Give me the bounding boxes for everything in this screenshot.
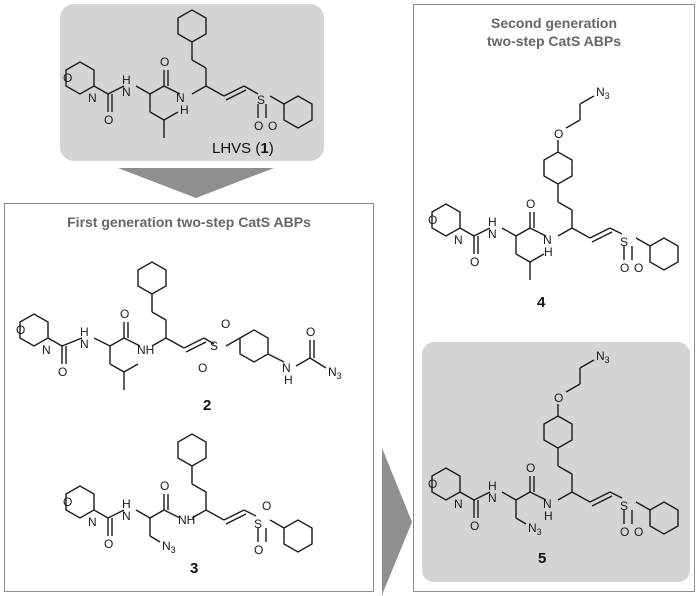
atom-label: O (634, 525, 643, 539)
atom-label: O (58, 365, 67, 379)
right-arrow (382, 448, 412, 595)
atom-label: N (122, 85, 131, 99)
atom-label: S (620, 235, 628, 249)
atom-label: O (104, 537, 113, 551)
atom-label: O (428, 477, 437, 491)
atom-label: O (620, 525, 629, 539)
atom-label: NH (178, 513, 195, 527)
atom-label: H (488, 215, 497, 229)
lhvs-number: 1 (260, 140, 269, 157)
atom-label: N (543, 497, 552, 511)
molecule-4 (431, 95, 679, 280)
atom-label: N (543, 233, 552, 247)
atom-label: O (120, 307, 129, 321)
atom-label: N (176, 91, 185, 105)
atom-label: O (221, 317, 230, 331)
atom-label: H (180, 103, 189, 117)
atom-label: O (554, 391, 563, 405)
atom-label: O (254, 119, 263, 133)
atom-label: O (198, 361, 207, 375)
first-generation-title: First generation two-step CatS ABPs (67, 214, 311, 230)
atom-label: H (488, 479, 497, 493)
second-generation-title-line1: Second generation (490, 15, 618, 31)
atom-label: H (544, 509, 553, 523)
atom-label: O (104, 113, 113, 127)
atom-label: H (122, 73, 131, 87)
atom-label: O (554, 127, 563, 141)
compound-5-panel (422, 342, 690, 582)
lhvs-name: LHVS (212, 140, 252, 157)
second-generation-title: Second generation two-step CatS ABPs (413, 14, 695, 50)
lhvs-panel (60, 4, 324, 161)
atom-label: H (284, 373, 293, 387)
atom-label: N3 (528, 521, 542, 537)
atom-label: O (160, 55, 169, 69)
atom-label: O (16, 323, 25, 337)
atom-label: N (42, 343, 51, 357)
atom-label: O (254, 543, 263, 557)
atom-label: N (488, 491, 497, 505)
molecule-lhvs (65, 9, 313, 138)
atom-label: N (454, 497, 463, 511)
compound-2-label: 2 (203, 397, 212, 414)
compound-4-label: 4 (537, 294, 546, 311)
compound-5-label: 5 (538, 550, 547, 567)
atom-label: O (526, 197, 535, 211)
atom-label: H (544, 245, 553, 259)
first-generation-panel (4, 203, 374, 592)
atom-label: NH (137, 343, 154, 357)
atom-label: O (63, 495, 72, 509)
atom-label: N (88, 91, 97, 105)
atom-label: N3 (596, 85, 610, 101)
atom-label: O (160, 479, 169, 493)
atom-label: O (526, 461, 535, 475)
atom-label: N (282, 361, 291, 375)
atom-label: N (122, 509, 131, 523)
atom-label: N (80, 337, 89, 351)
atom-label: O (306, 325, 315, 339)
atom-label: O (634, 261, 643, 275)
atom-label: N3 (162, 539, 176, 555)
atom-label: O (620, 261, 629, 275)
atom-label: N3 (596, 349, 610, 365)
molecule-2 (19, 261, 327, 390)
compound-3-label: 3 (190, 560, 199, 577)
atom-label: O (262, 499, 271, 513)
atom-label: H (80, 325, 89, 339)
atom-label: O (470, 255, 479, 269)
atom-label: S (210, 339, 218, 353)
atom-label: N3 (328, 365, 342, 381)
atom-label: N (454, 233, 463, 247)
atom-labels: O N O H N O N H S O O O N O H N O NH S O… (16, 55, 643, 557)
atom-label: N (488, 227, 497, 241)
atom-label: S (257, 93, 265, 107)
atom-label: N (88, 515, 97, 529)
atom-label: S (254, 517, 262, 531)
atom-label: O (470, 519, 479, 533)
atom-label: O (268, 119, 277, 133)
lhvs-label: LHVS (1) (212, 140, 274, 157)
molecule-5 (431, 359, 679, 535)
atom-label: H (122, 497, 131, 511)
atom-label: O (428, 213, 437, 227)
atom-label: O (63, 71, 72, 85)
molecule-3 (65, 433, 313, 553)
atom-label: S (620, 499, 628, 513)
down-arrow (118, 168, 274, 198)
second-generation-title-line2: two-step CatS ABPs (486, 33, 622, 49)
